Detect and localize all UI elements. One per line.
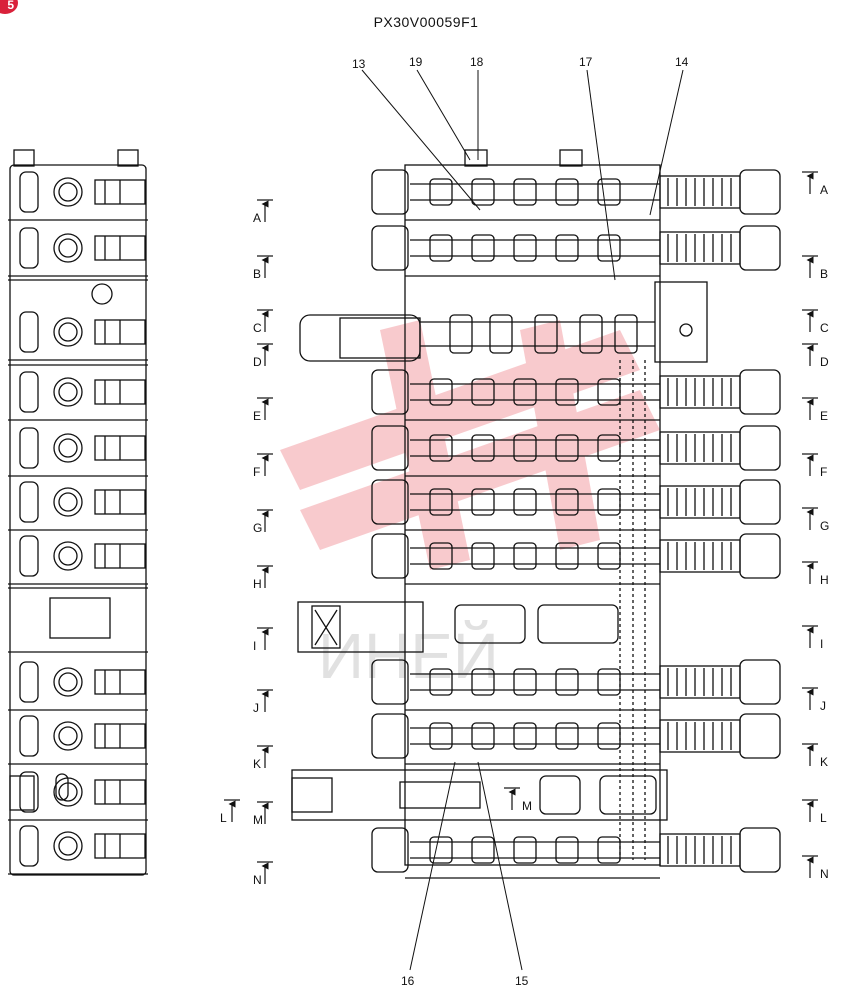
section-marker-left-F: F [253, 453, 273, 479]
left-section-row [8, 227, 148, 277]
page-badge: 5 [0, 0, 18, 14]
section-letter: G [253, 521, 262, 535]
section-marker-right-B: B [802, 255, 828, 281]
section-letter: F [820, 465, 827, 479]
front-view [291, 149, 781, 879]
figure-code: PX30V00059F1 [373, 14, 479, 30]
section-letter: N [820, 867, 829, 881]
section-marker-right-E: E [802, 397, 828, 423]
section-letter: K [820, 755, 828, 769]
callout-16: 16 [401, 974, 415, 988]
section-letter: I [820, 637, 823, 651]
left-section-row [8, 311, 148, 361]
section-letter: N [253, 873, 262, 887]
section-marker-right-K: K [802, 743, 828, 769]
spool-section [371, 533, 781, 585]
section-letter: H [820, 573, 829, 587]
section-marker-left-C: C [253, 309, 273, 335]
callout-14: 14 [675, 55, 689, 69]
section-marker-right-A: A [802, 171, 828, 197]
section-marker-left-M: M [253, 801, 273, 827]
section-marker-left-J: J [253, 689, 273, 715]
section-letter: J [820, 699, 826, 713]
spool-section [371, 479, 781, 531]
section-marker-left-I: I [253, 627, 273, 653]
section-letter: L [820, 811, 827, 825]
callout-leaders [361, 69, 684, 971]
section-letter: C [253, 321, 262, 335]
callout-17: 17 [579, 55, 593, 69]
section-letter: E [253, 409, 261, 423]
section-marker-right-H: H [802, 561, 829, 587]
spool-section [371, 169, 781, 221]
left-section-row [8, 825, 148, 875]
callout-15: 15 [515, 974, 529, 988]
section-letter: I [253, 639, 256, 653]
section-marker-left-B: B [253, 255, 273, 281]
section-letter: L [220, 811, 227, 825]
callout-19: 19 [409, 55, 423, 69]
spool-section [371, 713, 781, 765]
section-marker-left-K: K [253, 745, 273, 771]
spool-section [371, 659, 781, 711]
left-section-row [8, 481, 148, 531]
left-section-row [8, 661, 148, 711]
spool-section [371, 425, 781, 477]
left-section-row [8, 535, 148, 585]
section-marker-inner-M: M [504, 787, 532, 813]
spool-section [371, 225, 781, 277]
section-marker-left-G: G [253, 509, 273, 535]
section-letter: M [522, 799, 532, 813]
section-letter: H [253, 577, 262, 591]
section-letter: C [820, 321, 829, 335]
callout-13: 13 [352, 57, 366, 71]
section-marker-left-N: N [253, 861, 273, 887]
section-letter: F [253, 465, 260, 479]
section-letter: B [820, 267, 828, 281]
watermark: ИНЕЙ [280, 320, 660, 692]
left-section-row [8, 427, 148, 477]
section-marker-right-I: I [802, 625, 823, 651]
section-letter: D [820, 355, 829, 369]
left-section-row [8, 371, 148, 421]
section-letter: A [253, 211, 261, 225]
section-marker-right-F: F [802, 453, 827, 479]
section-marker-left-E: E [253, 397, 273, 423]
section-markers: A B C D E F G H I J K M N A B C D E F G H I J K L N L M [220, 171, 829, 887]
callout-18: 18 [470, 55, 484, 69]
section-letter: D [253, 355, 262, 369]
section-letter: G [820, 519, 829, 533]
left-section-row [8, 171, 148, 221]
left-section-row [8, 771, 148, 821]
section-marker-right-C: C [802, 309, 829, 335]
section-marker-left-A: A [253, 199, 273, 225]
section-marker-right-L: L [802, 799, 827, 825]
left-side-view [8, 149, 148, 876]
spool-section [371, 369, 781, 421]
section-letter: A [820, 183, 828, 197]
section-letter: M [253, 813, 263, 827]
section-marker-right-D: D [802, 343, 829, 369]
section-marker-left-H: H [253, 565, 273, 591]
section-marker-right-N: N [802, 855, 829, 881]
section-marker-right-G: G [802, 507, 829, 533]
spool-section [371, 827, 781, 879]
left-section-row [8, 715, 148, 765]
section-letter: B [253, 267, 261, 281]
section-letter: E [820, 409, 828, 423]
section-marker-left-D: D [253, 343, 273, 369]
section-letter: J [253, 701, 259, 715]
section-marker-right-J: J [802, 687, 826, 713]
section-marker-left-L: L [220, 799, 240, 825]
section-letter: K [253, 757, 261, 771]
